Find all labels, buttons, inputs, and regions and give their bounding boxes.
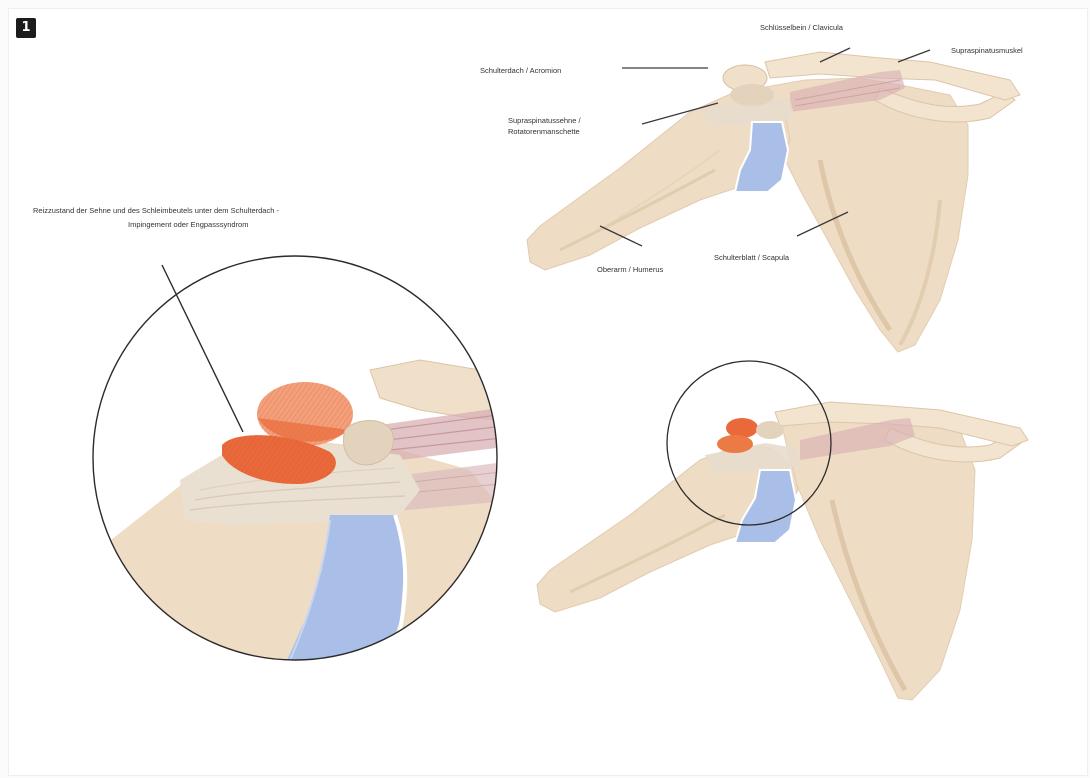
zoom-detail <box>60 250 520 680</box>
label-acromion: Schulterdach / Acromion <box>480 66 561 75</box>
label-impingement-2: Impingement oder Engpasssyndrom <box>128 220 248 229</box>
label-impingement-1: Reizzustand der Sehne und des Schleimbeu… <box>33 206 279 215</box>
label-humerus: Oberarm / Humerus <box>597 265 664 274</box>
label-supraspinatus-tendon-1: Supraspinatussehne / <box>508 116 581 125</box>
shoulder-top <box>527 52 1020 352</box>
label-clavicle: Schlüsselbein / Clavicula <box>760 23 844 32</box>
label-supraspinatus-tendon-2: Rotatorenmanschette <box>508 127 580 136</box>
label-supraspinatus-muscle: Supraspinatusmuskel <box>951 46 1023 55</box>
label-scapula: Schulterblatt / Scapula <box>714 253 790 262</box>
shoulder-bottom <box>537 361 1028 700</box>
